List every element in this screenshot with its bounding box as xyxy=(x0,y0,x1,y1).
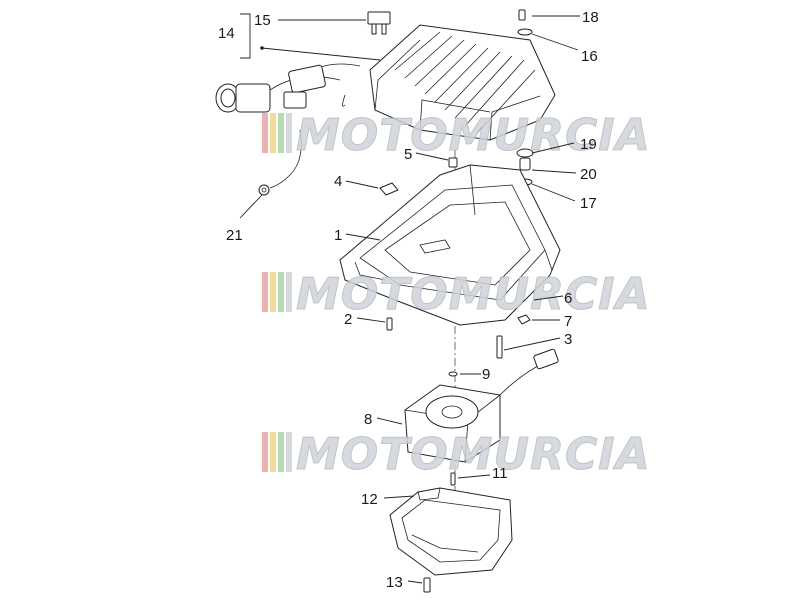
label-5: 5 xyxy=(404,146,412,163)
fasteners-middle xyxy=(386,314,531,377)
label-14: 14 xyxy=(218,25,235,42)
label-12: 12 xyxy=(361,491,378,508)
label-6: 6 xyxy=(564,290,572,307)
lower-cover-part xyxy=(389,487,513,576)
voltage-regulator-part xyxy=(369,24,556,141)
svg-text:MOTOMURCIA: MOTOMURCIA xyxy=(296,110,651,161)
label-18: 18 xyxy=(582,9,599,26)
label-19: 19 xyxy=(580,136,597,153)
label-20: 20 xyxy=(580,166,597,183)
label-14-bullet xyxy=(260,46,264,50)
clip-part xyxy=(379,182,399,196)
label-15: 15 xyxy=(254,12,271,29)
svg-text:MOTOMURCIA: MOTOMURCIA xyxy=(296,429,651,480)
screw-part-11 xyxy=(450,472,456,486)
battery-tray-part xyxy=(339,164,561,326)
nut-part-5 xyxy=(448,157,458,168)
label-17: 17 xyxy=(580,195,597,212)
screw-part-13 xyxy=(423,577,431,593)
label-13: 13 xyxy=(386,574,403,591)
part-labels: 14 15 18 16 19 20 17 5 4 21 1 6 2 7 3 9 … xyxy=(218,9,599,591)
svg-text:MOTOMURCIA: MOTOMURCIA xyxy=(296,269,651,320)
label-3: 3 xyxy=(564,331,572,348)
label-8: 8 xyxy=(364,411,372,428)
leader-lines xyxy=(239,13,580,584)
watermark-bottom: MOTOMURCIA xyxy=(262,429,651,481)
label-2: 2 xyxy=(344,311,352,328)
fuse-part xyxy=(367,11,391,35)
label-11: 11 xyxy=(492,465,508,482)
watermark-top: MOTOMURCIA xyxy=(262,110,651,162)
label-21: 21 xyxy=(226,227,243,244)
watermark-middle: MOTOMURCIA xyxy=(262,269,651,321)
label-16: 16 xyxy=(581,48,598,65)
cooling-fan-part xyxy=(404,348,559,463)
label-9: 9 xyxy=(482,366,490,383)
label-4: 4 xyxy=(334,173,342,190)
label-1: 1 xyxy=(334,227,342,244)
label-7: 7 xyxy=(564,313,572,330)
wiring-harness-part xyxy=(215,63,361,196)
